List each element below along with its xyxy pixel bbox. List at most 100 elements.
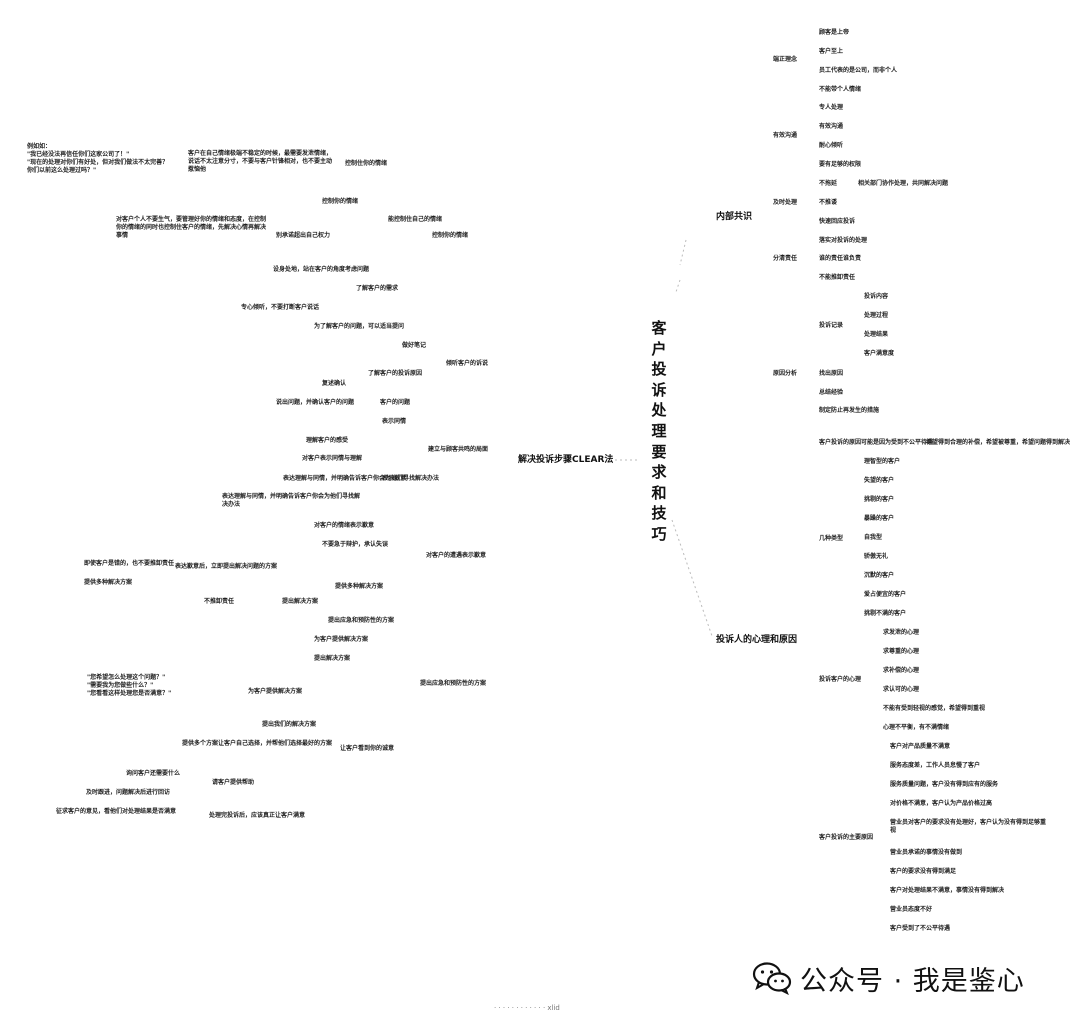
psych-s2: 求尊重的心理 — [883, 648, 920, 655]
clear-e5: 表达理解与同情，并明确告诉客户你会为他们寻找解决办法 — [283, 475, 440, 482]
connector-internal — [679, 239, 687, 266]
psych-p2: 服务态度差，工作人员怠慢了客户 — [890, 762, 981, 769]
psych-s1: 求发泄的心理 — [883, 629, 920, 636]
psych-reason: 客户投诉的主要原因 — [819, 834, 874, 841]
psych-t7: 沉默的客户 — [864, 572, 895, 579]
clear-e4: 对客户表示同情与理解 — [302, 455, 363, 462]
clear-r2: 为客户提供解决方案 — [248, 688, 303, 695]
watermark: 公众号 · 我是鉴心 — [752, 958, 1025, 998]
root-topic: 客户投诉处理要求和技巧 — [651, 319, 667, 543]
clear-a3a: 即使客户是错的，也不要推卸责任 — [84, 560, 175, 567]
clear-e3: 理解客户的感受 — [306, 437, 349, 444]
branch-clear-method: 解决投诉步骤CLEAR法 — [518, 455, 614, 465]
clear-l10: 说出问题，并确认客户的问题 — [276, 399, 355, 406]
clear-intro-desc: 客户在自己情绪极端不稳定的时候，最需要发泄情绪，说话不太注意分寸，不要与客户针锋… — [188, 150, 333, 173]
internal-g6: 原因分析 — [773, 370, 798, 377]
internal-g3d: 落实对投诉的处理 — [819, 237, 868, 244]
internal-g5d: 客户满意度 — [864, 350, 895, 357]
clear-r6: 让客户看到你的诚意 — [340, 745, 395, 752]
psych-top-tail: 希望得到合理的补偿，希望被尊重，希望问题得到解决 — [926, 439, 1071, 446]
clear-r7: 请客户提供帮助 — [212, 779, 255, 786]
psych-s6: 心理不平衡，有不满情绪 — [883, 724, 950, 731]
clear-l3: 专心倾听，不要打断客户说话 — [241, 304, 320, 311]
clear-l6: 做好笔记 — [402, 342, 427, 349]
clear-l7: 了解客户的投诉原因 — [368, 370, 423, 377]
internal-g1a: 顾客是上帝 — [819, 29, 850, 36]
clear-r1c: 提出解决方案 — [314, 655, 351, 662]
clear-a1: 对客户的情绪表示歉意 — [314, 522, 375, 529]
clear-r5: 提供多个方案让客户自己选择，并帮他们选择最好的方案 — [182, 740, 333, 747]
internal-g6a: 找出原因 — [819, 370, 844, 377]
internal-g3b: 不推诿 — [819, 199, 838, 206]
psych-t8: 爱占便宜的客户 — [864, 591, 907, 598]
clear-l9: 客户的问题 — [380, 399, 411, 406]
clear-r3: "您希望怎么处理这个问题？" "需要我为您做些什么？" "您看看这样处理您是否满… — [87, 674, 172, 697]
psych-p4: 对价格不满意，客户认为产品价格过高 — [890, 800, 993, 807]
clear-l2: 了解客户的需求 — [356, 285, 399, 292]
psych-t1: 理智型的客户 — [864, 458, 901, 465]
clear-a5: 表达歉意后，立即提出解决问题的方案 — [175, 563, 278, 570]
psych-t6: 骄傲无礼 — [864, 553, 889, 560]
clear-e2: 建立与顾客共鸣的局面 — [428, 446, 489, 453]
clear-l8: 复述确认 — [322, 380, 347, 387]
psych-t2: 失望的客户 — [864, 477, 895, 484]
clear-r8: 询问客户还需要什么 — [126, 770, 181, 777]
clear-c1-desc: 对客户个人不要生气，要管理好你的情绪和态度，在控制你的情绪的同时也控制住客户的情… — [116, 216, 267, 239]
clear-l1: 设身处地，站在客户的角度考虑问题 — [273, 266, 370, 273]
clear-c1: 控制你的情绪 — [322, 198, 359, 205]
internal-g3e: 相关部门协作处理，共同解决问题 — [858, 180, 949, 187]
clear-r1b: 为客户提供解决方案 — [314, 636, 369, 643]
psych-p5: 营业员对客户的要求没有处理好，客户认为没有得到足够重视 — [890, 819, 1047, 834]
psych-p7: 客户的要求没有得到满足 — [890, 868, 957, 875]
internal-g1c: 员工代表的是公司，而非个人 — [819, 67, 898, 74]
internal-g1b: 客户至上 — [819, 48, 844, 55]
clear-r1a: 提出应急和预防性的方案 — [328, 617, 395, 624]
psych-t5: 自我型 — [864, 534, 883, 541]
psych-state: 投诉客户的心理 — [819, 676, 862, 683]
clear-intro-tag: 控制住你的情绪 — [345, 160, 388, 167]
psych-t4: 暴躁的客户 — [864, 515, 895, 522]
internal-g3a: 不拖延 — [819, 180, 838, 187]
psych-p6: 营业员承诺的事情没有做到 — [890, 849, 963, 856]
clear-c1-sub: 别承诺超出自己权力 — [276, 232, 331, 239]
psych-p8: 客户对处理结果不满意，事情没有得到解决 — [890, 887, 1005, 894]
clear-e1: 表示同情 — [382, 418, 407, 425]
internal-g4: 分清责任 — [773, 255, 798, 262]
internal-g6b: 总结经验 — [819, 389, 844, 396]
clear-r1: 提出应急和预防性的方案 — [420, 680, 487, 687]
clear-intro-quote: 例如如： "我已经没法再信任你们这家公司了！" "现在的处理对你们有好处，但对我… — [27, 143, 169, 174]
internal-g6c: 制定防止再发生的措施 — [819, 407, 880, 414]
clear-a6: 提供多种解决方案 — [335, 583, 384, 590]
psych-s4: 求认可的心理 — [883, 686, 920, 693]
internal-g2c: 要有足够的权限 — [819, 161, 862, 168]
internal-g5a: 投诉内容 — [864, 293, 889, 300]
psych-p10: 客户受到了不公平待遇 — [890, 925, 951, 932]
clear-e7: 表达理解与同情，并明确告诉客户你会为他们寻找解决办法 — [222, 493, 361, 508]
psych-s3: 求补偿的心理 — [883, 667, 920, 674]
internal-g5: 投诉记录 — [819, 322, 844, 329]
clear-control: 控制你的情绪 — [432, 232, 469, 239]
clear-l5: 倾听客户的诉说 — [446, 360, 489, 367]
connector-psych — [671, 519, 713, 637]
clear-a2: 不要急于辩护，承认失误 — [322, 541, 389, 548]
psych-p3: 服务质量问题，客户没有得到应有的服务 — [890, 781, 999, 788]
clear-e6: 表示歉意 — [382, 475, 407, 482]
branch-customer-psychology: 投诉人的心理和原因 — [716, 635, 798, 645]
internal-g4c: 不能推卸责任 — [819, 274, 856, 281]
internal-g2b: 耐心倾听 — [819, 142, 844, 149]
psych-p9: 营业员态度不好 — [890, 906, 933, 913]
watermark-text: 公众号 · 我是鉴心 — [800, 965, 1025, 997]
clear-r11: 征求客户的意见，看他们对处理结果是否满意 — [56, 808, 177, 815]
internal-g3: 及时处理 — [773, 199, 798, 206]
clear-a4: 对客户的遭遇表示歉意 — [426, 552, 487, 559]
clear-c1-sub2: 能控制住自己的情绪 — [388, 216, 443, 223]
psych-s5: 不能有受到轻视的感觉，希望得到重视 — [883, 705, 986, 712]
internal-g5b: 处理过程 — [864, 312, 889, 319]
internal-g5c: 处理结果 — [864, 331, 889, 338]
psych-types: 几种类型 — [819, 535, 844, 542]
internal-g1: 端正理念 — [773, 56, 798, 63]
clear-r12: 处理完投诉后，应该真正让客户满意 — [209, 812, 306, 819]
clear-a8: 提出解决方案 — [282, 598, 319, 605]
internal-g1e: 专人处理 — [819, 104, 844, 111]
